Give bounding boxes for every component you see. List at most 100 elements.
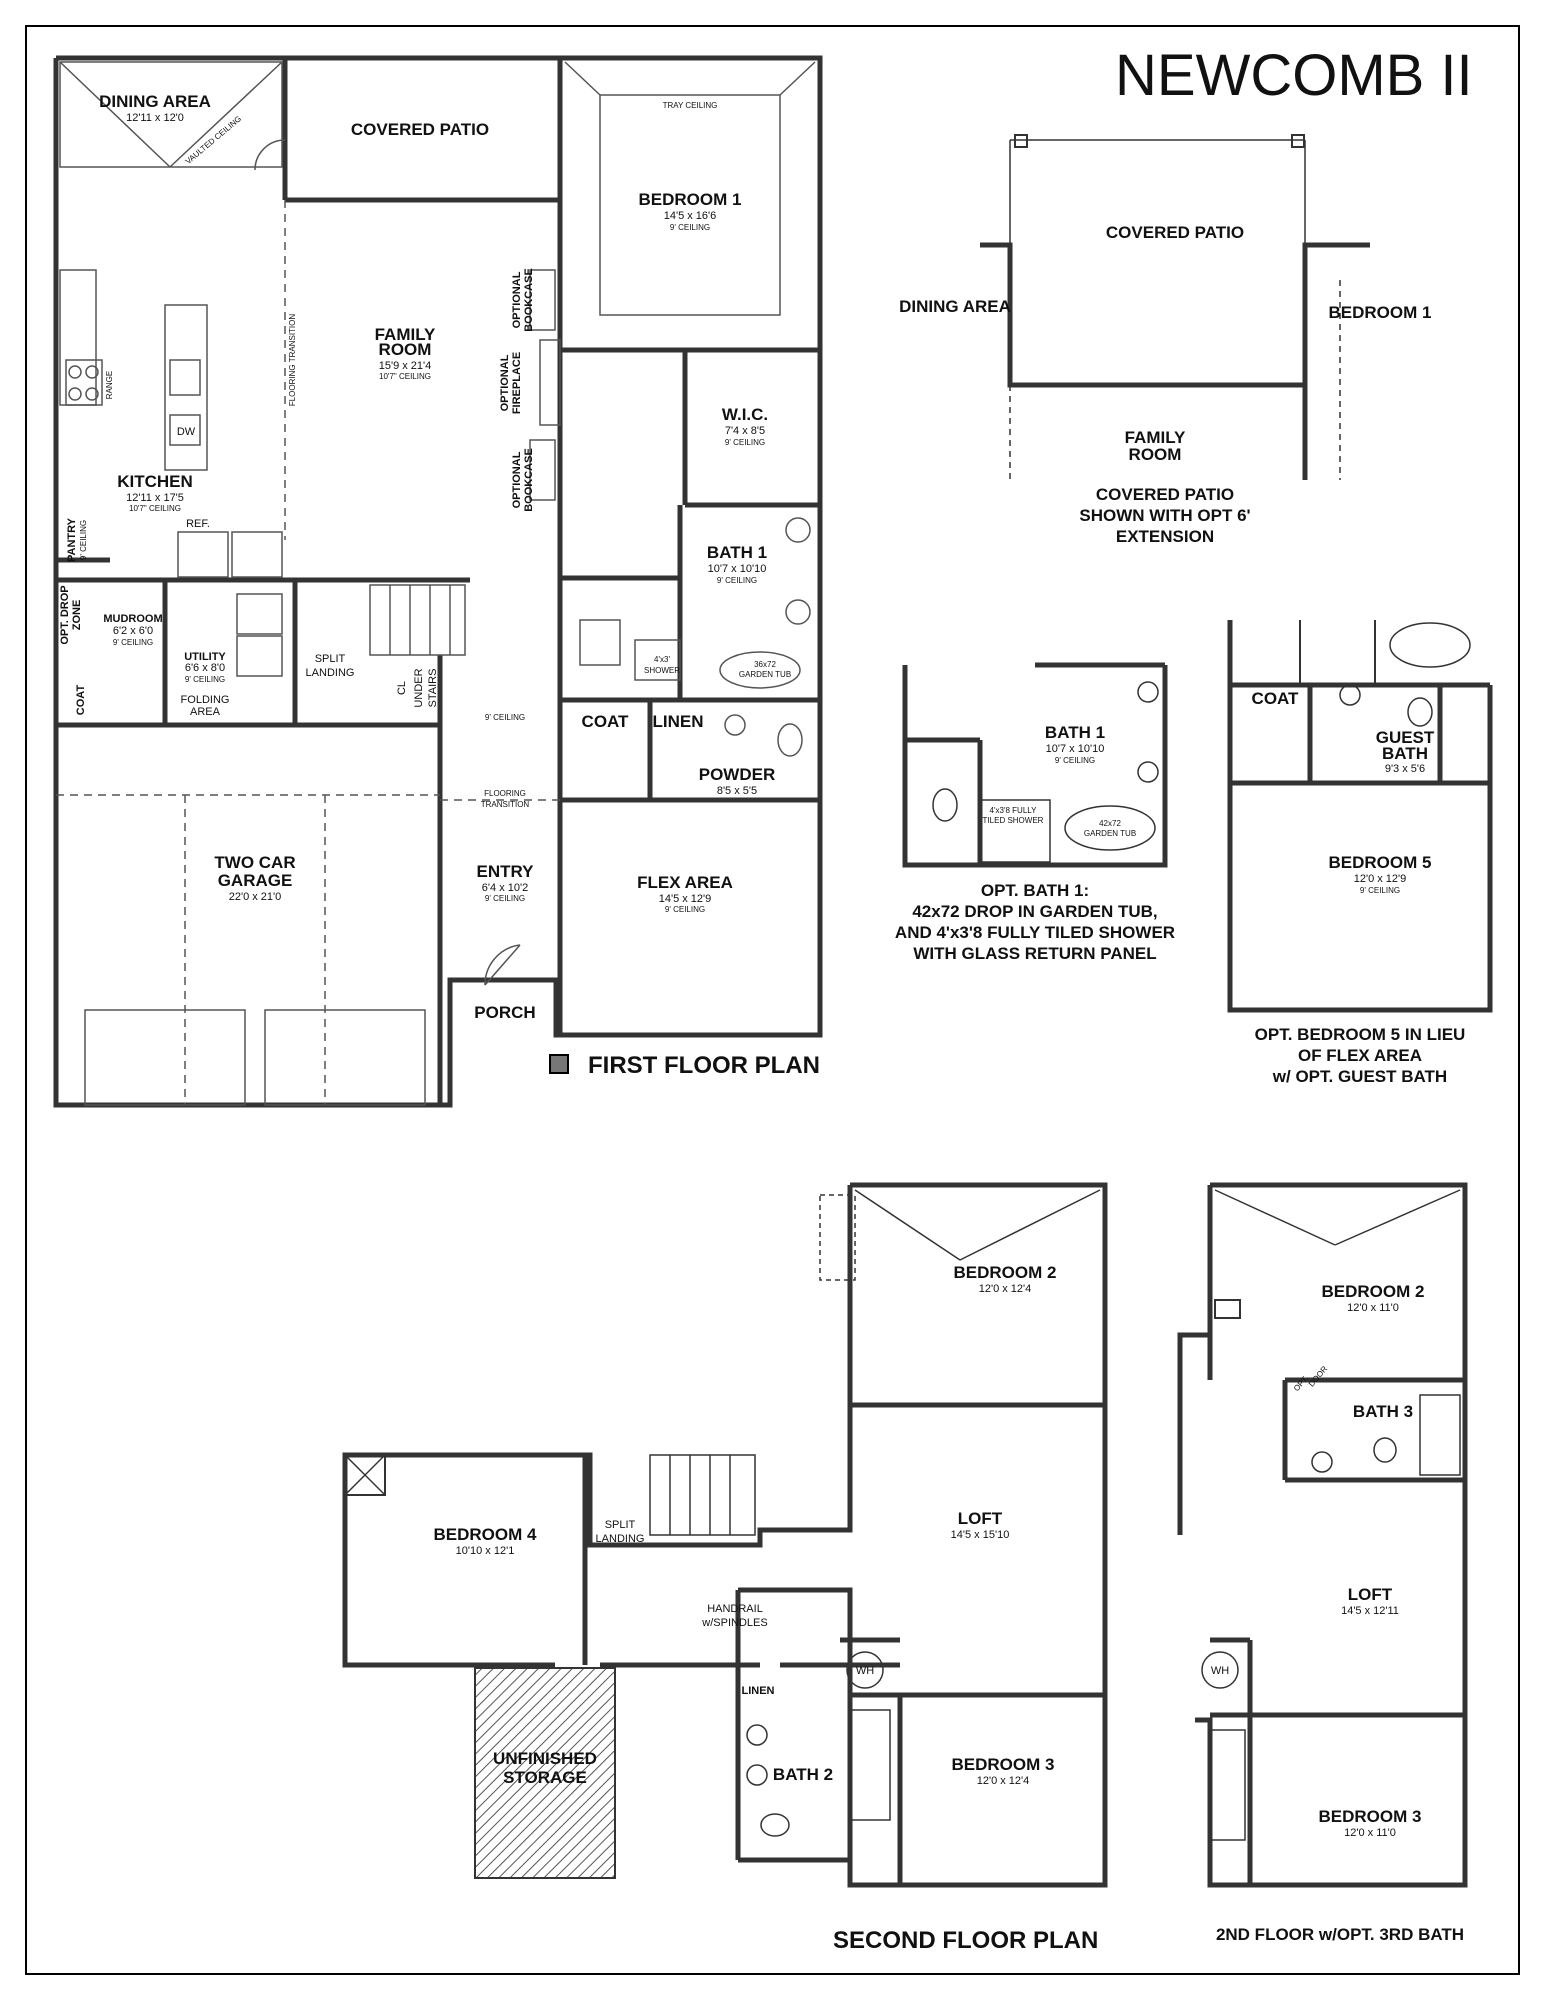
opt-bedroom5-plan [1227,620,1493,1013]
second-floor-opt-plan [1177,1182,1468,1888]
sf-bedroom2-label: BEDROOM 2 [954,1263,1057,1282]
drop-zone-a: OPT. DROP [59,585,71,644]
flooring-transition-label: FLOORING TRANSITION [288,314,297,407]
opt-patio-family-2: ROOM [1129,445,1182,464]
garage-label-2: GARAGE [218,871,293,890]
burner [85,365,99,379]
legend-icon [549,1054,569,1074]
sf-wh-label: WH [856,1665,874,1677]
guest-bath-dim: 9'3 x 5'6 [1385,763,1425,775]
opt-bed5-tub [1389,622,1471,668]
bath1-dim: 10'7 x 10'10 [708,563,767,575]
sf-wall [342,1185,853,1668]
sf-split-b: LANDING [596,1533,645,1545]
entry-door [484,944,521,986]
range-label: RANGE [105,371,114,399]
bedroom1-dim: 14'5 x 16'6 [664,210,717,222]
kitchen-ceiling: 10'7" CEILING [129,504,181,513]
dishwasher [169,414,201,446]
opt-bath1-label: BATH 1 [1045,723,1105,742]
second-floor-opt-labels: BEDROOM 2 12'0 x 11'0 OPT. DOOR BATH 3 L… [1211,1282,1464,1944]
sf-loft-dim: 14'5 x 15'10 [951,1529,1010,1541]
opt-bath1-caption-4: WITH GLASS RETURN PANEL [913,944,1156,963]
tray-ceiling-label: TRAY CEILING [663,101,718,110]
guest-bath-a: GUEST [1376,728,1435,747]
sfo-bedroom2-label: BEDROOM 2 [1322,1282,1425,1301]
opt-bath1-caption-1: OPT. BATH 1: [981,881,1089,900]
bookcase-top-a: OPTIONAL [511,271,523,328]
ref-label: REF. [186,518,210,530]
sf-handrail-a: HANDRAIL [707,1603,763,1615]
sf-tub [849,1709,891,1821]
bath1-label: BATH 1 [707,543,767,562]
first-floor-caption: FIRST FLOOR PLAN [588,1052,820,1079]
powder-label: POWDER [699,765,776,784]
kitchen-island [164,304,208,471]
sf-handrail-b: w/SPINDLES [701,1617,767,1629]
mudroom-dim: 6'2 x 6'0 [113,625,153,637]
mudroom-label: MUDROOM [103,613,162,625]
powder-dim: 8'5 x 5'5 [717,785,757,797]
sheet-border [25,25,1520,1975]
coat-label-2: COAT [582,712,630,731]
bedroom5-ceiling: 9' CEILING [1360,886,1400,895]
sf-wall [738,1182,1108,1888]
powder-toilet [777,723,803,757]
cl-label: CL [396,681,408,695]
opt-bed5-caption-3: w/ OPT. GUEST BATH [1272,1067,1447,1086]
opt-shower-1: 4'x3'8 FULLY [990,806,1038,815]
dryer [236,635,283,677]
garage-door-left [84,1009,246,1106]
family-dim: 15'9 x 21'4 [379,360,432,372]
sfo-loft-label: LOFT [1348,1585,1393,1604]
dw-label: DW [177,426,196,438]
wic-dim: 7'4 x 8'5 [725,425,765,437]
opt-tub-dim: 42x72 [1099,819,1121,828]
opt-shower-2: TILED SHOWER [983,816,1044,825]
second-floor-opt-caption: 2ND FLOOR w/OPT. 3RD BATH [1216,1925,1464,1944]
folding-b: AREA [190,706,221,718]
entry-label: ENTRY [477,862,535,881]
sf-linen-label: LINEN [742,1685,775,1697]
sf-bedroom4-dim: 10'10 x 12'1 [456,1545,515,1557]
porch-label: PORCH [474,1003,535,1022]
sfo-wall [1195,1182,1468,1888]
plan-title: NEWCOMB II [1115,43,1473,108]
second-floor-plan [342,1182,1108,1888]
patio-door [254,139,286,171]
burner [85,387,99,401]
sf-bedroom4-label: BEDROOM 4 [434,1525,538,1544]
opt-patio-plan [980,139,1370,480]
bath1-ceiling: 9' CEILING [717,576,757,585]
family-label-2: ROOM [379,340,432,359]
unfinished-storage [474,1667,616,1879]
vault-line [169,61,283,168]
folding-a: FOLDING [181,694,230,706]
garage-label-1: TWO CAR [214,853,295,872]
bedroom1-label: BEDROOM 1 [639,190,742,209]
garden-tub [719,651,801,689]
entry-dim: 6'4 x 10'2 [482,882,528,894]
coat-label: COAT [75,685,87,716]
bath1-shower: SHOWER [644,666,680,675]
sfo-closet [1214,1299,1241,1319]
sf-storage-b: STORAGE [503,1768,587,1787]
sfo-water-heater [1201,1651,1239,1689]
opt-patio-bedroom1-label: BEDROOM 1 [1329,303,1432,322]
flex-dim: 14'5 x 12'9 [659,893,712,905]
garage-dim: 22'0 x 21'0 [229,891,282,903]
utility-ceiling: 9' CEILING [185,675,225,684]
fireplace-b: FIREPLACE [511,352,523,414]
sf-sink [746,1764,768,1786]
second-floor-labels: BEDROOM 2 12'0 x 12'4 BEDROOM 4 10'10 x … [434,1263,1099,1954]
fireplace [539,339,561,426]
sf-bath2-label: BATH 2 [773,1765,833,1784]
opt-bed5-caption-1: OPT. BEDROOM 5 IN LIEU [1255,1025,1466,1044]
stairs-label: STAIRS [427,669,439,708]
sfo-bedroom3-label: BEDROOM 3 [1319,1807,1422,1826]
shower [634,639,681,681]
sf-bay [819,1194,856,1281]
sfo-sink [1311,1451,1333,1473]
sf-toilet [760,1813,790,1837]
